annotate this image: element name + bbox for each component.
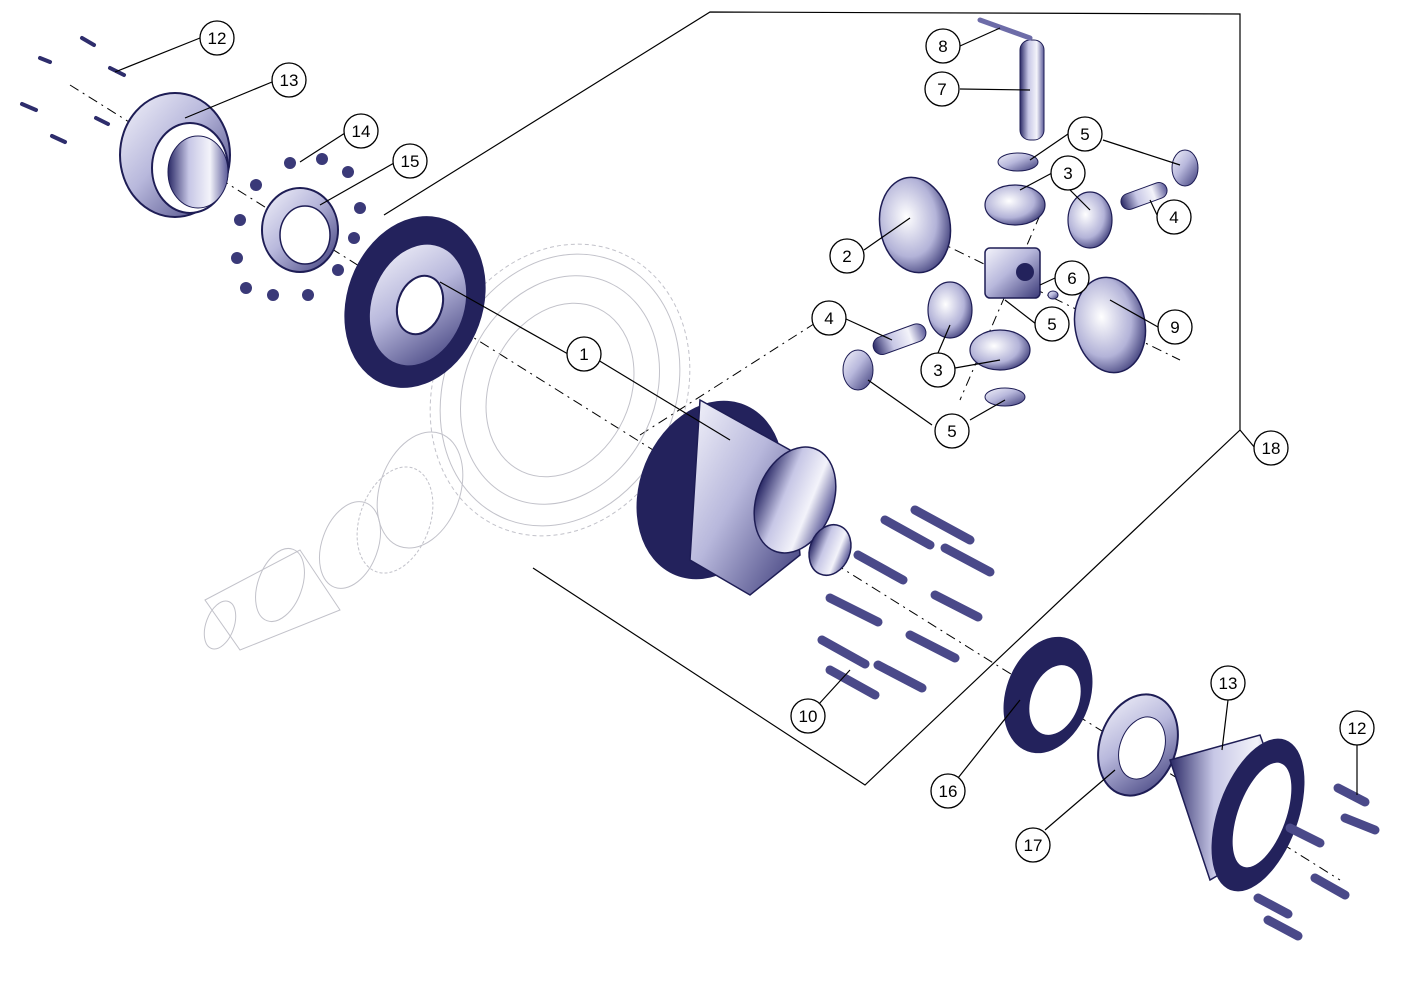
ghost-pinion-shaft: [203, 431, 464, 651]
callout-1: 1: [566, 336, 602, 372]
callout-4-left: 4: [811, 300, 847, 336]
leader-lines: [114, 27, 1358, 831]
svg-text:13: 13: [1219, 674, 1238, 693]
svg-text:10: 10: [799, 707, 818, 726]
cross-block-6: [984, 247, 1041, 299]
callout-13-left: 13: [271, 62, 307, 98]
callout-9: 7: [924, 71, 960, 107]
callout-15: 15: [392, 143, 428, 179]
callout-17: 17: [1015, 827, 1051, 863]
bolts-left: [20, 36, 126, 144]
flange-plate: [344, 216, 486, 388]
svg-text:12: 12: [1348, 719, 1367, 738]
pinion-shafts-4: [872, 182, 1168, 355]
svg-text:3: 3: [1063, 164, 1072, 183]
assembly-boundary: [383, 11, 1256, 786]
svg-text:4: 4: [824, 309, 833, 328]
svg-text:9: 9: [1170, 318, 1179, 337]
callout-2: 2: [829, 238, 865, 274]
differential-case: [636, 398, 852, 596]
callout-4-right: 4: [1156, 199, 1192, 235]
svg-text:5: 5: [947, 422, 956, 441]
bearing-right-17: [1097, 693, 1179, 797]
side-gear-2: [878, 176, 952, 274]
callout-8: 9: [1157, 309, 1193, 345]
callout-13-right: 13: [1210, 665, 1246, 701]
callout-16: 16: [930, 773, 966, 809]
case-bolts-11: [817, 505, 995, 700]
adjuster-ring-16: [1003, 636, 1093, 754]
svg-text:12: 12: [208, 29, 227, 48]
svg-text:1: 1: [579, 345, 588, 364]
carrier-flange-left: [119, 92, 231, 218]
svg-text:15: 15: [401, 152, 420, 171]
callout-10: 8: [925, 28, 961, 64]
callout-3-bottom: 3: [920, 352, 956, 388]
bearing-left: [261, 187, 339, 273]
callout-12-left: 12: [199, 20, 235, 56]
svg-text:5: 5: [1080, 125, 1089, 144]
pin-10: [977, 17, 1033, 41]
svg-text:5: 5: [1047, 315, 1056, 334]
callout-18: 18: [1253, 430, 1289, 466]
carrier-flange-right: [1169, 734, 1305, 892]
pinion-gears-3: [927, 184, 1113, 371]
svg-text:7: 7: [937, 80, 946, 99]
callout-12-right: 12: [1339, 710, 1375, 746]
svg-text:6: 6: [1067, 269, 1076, 288]
callout-3-top: 3: [1050, 155, 1086, 191]
svg-text:17: 17: [1024, 836, 1043, 855]
svg-text:18: 18: [1262, 439, 1281, 458]
svg-text:3: 3: [933, 361, 942, 380]
callout-5-bottom: 5: [934, 413, 970, 449]
bolts-right: [1253, 783, 1380, 941]
svg-text:2: 2: [842, 247, 851, 266]
svg-text:4: 4: [1169, 208, 1178, 227]
svg-text:14: 14: [352, 122, 371, 141]
svg-text:16: 16: [939, 782, 958, 801]
svg-text:8: 8: [938, 37, 947, 56]
pin-7: [1047, 290, 1059, 300]
callout-11: 10: [790, 698, 826, 734]
callout-5-top: 5: [1067, 116, 1103, 152]
nuts-ring: [231, 153, 366, 301]
callout-7: 6: [1054, 260, 1090, 296]
svg-text:13: 13: [280, 71, 299, 90]
callout-6: 5: [1034, 306, 1070, 342]
callout-14: 14: [343, 113, 379, 149]
thrust-washers-5: [842, 149, 1199, 407]
